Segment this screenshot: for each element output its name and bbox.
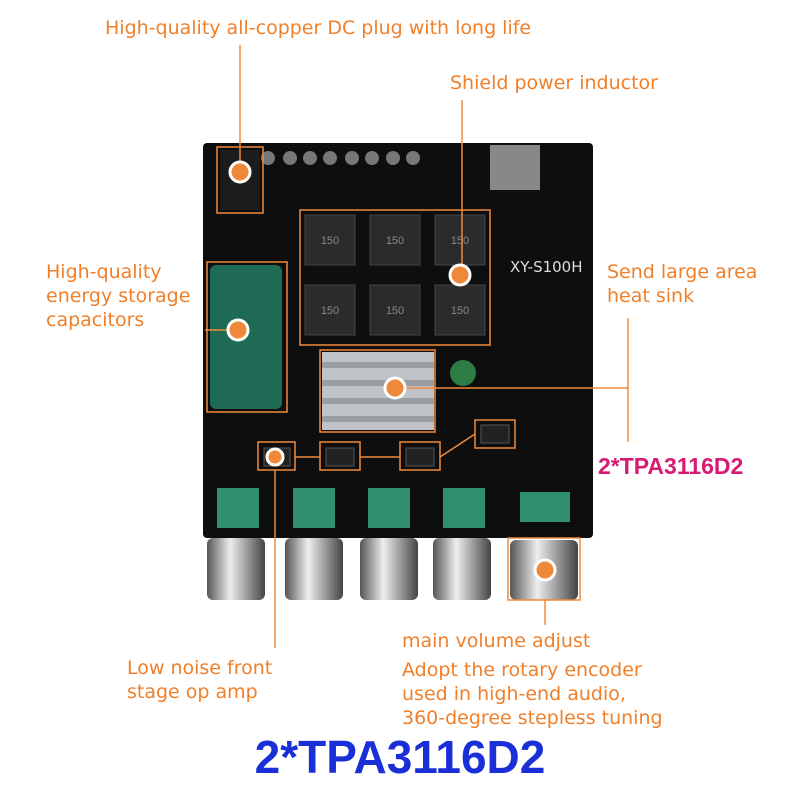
capacitor-box (206, 261, 288, 413)
usb-port (490, 145, 540, 190)
chip-label: 2*TPA3116D2 (598, 453, 744, 479)
capacitor-label-line: High-quality (46, 261, 162, 283)
inductor-marking: 150 (451, 235, 469, 247)
small-capacitor (450, 360, 476, 386)
headline: 2*TPA3116D2 (254, 731, 546, 783)
encoder-label-line: used in high-end audio, (402, 683, 626, 705)
op-amp-box (257, 441, 296, 471)
inductor-marking: 150 (386, 235, 404, 247)
op-amp-label-line: stage op amp (127, 681, 258, 703)
heat-sink-label-line: Send large area (607, 261, 758, 283)
op-amp-label: Low noise front stage op amp (127, 656, 272, 704)
volume-label: main volume adjust (402, 630, 591, 652)
inductor-marking: 150 (386, 305, 404, 317)
screw-terminals (261, 151, 420, 165)
encoder-label-line: 360-degree stepless tuning (402, 707, 663, 729)
heat-sink-label-line: heat sink (607, 285, 695, 307)
heat-sink (322, 352, 434, 430)
capacitor-label: High-quality energy storage capacitors (46, 260, 190, 332)
encoder-label-line: Adopt the rotary encoder (402, 659, 642, 681)
inductor-box (299, 209, 491, 346)
heat-sink-box (319, 349, 436, 433)
inductor-marking: 150 (321, 235, 339, 247)
heat-sink-label: Send large area heat sink (607, 260, 757, 308)
dc-plug-dot (228, 160, 252, 184)
inductors (304, 214, 486, 336)
inductor-label: Shield power inductor (450, 72, 658, 94)
knobs (207, 538, 578, 600)
potentiometers (217, 488, 570, 528)
capacitor-label-line: capacitors (46, 309, 145, 331)
op-amp-label-line: Low noise front (127, 657, 273, 679)
capacitor-label-line: energy storage (46, 285, 191, 307)
inductor-marking: 150 (451, 305, 469, 317)
inductor-marking: 150 (321, 305, 339, 317)
encoder-label: Adopt the rotary encoder used in high-en… (402, 658, 663, 730)
dc-plug-label: High-quality all-copper DC plug with lon… (105, 17, 532, 39)
board-model: XY-S100H (510, 258, 583, 276)
volume-box (507, 537, 581, 601)
